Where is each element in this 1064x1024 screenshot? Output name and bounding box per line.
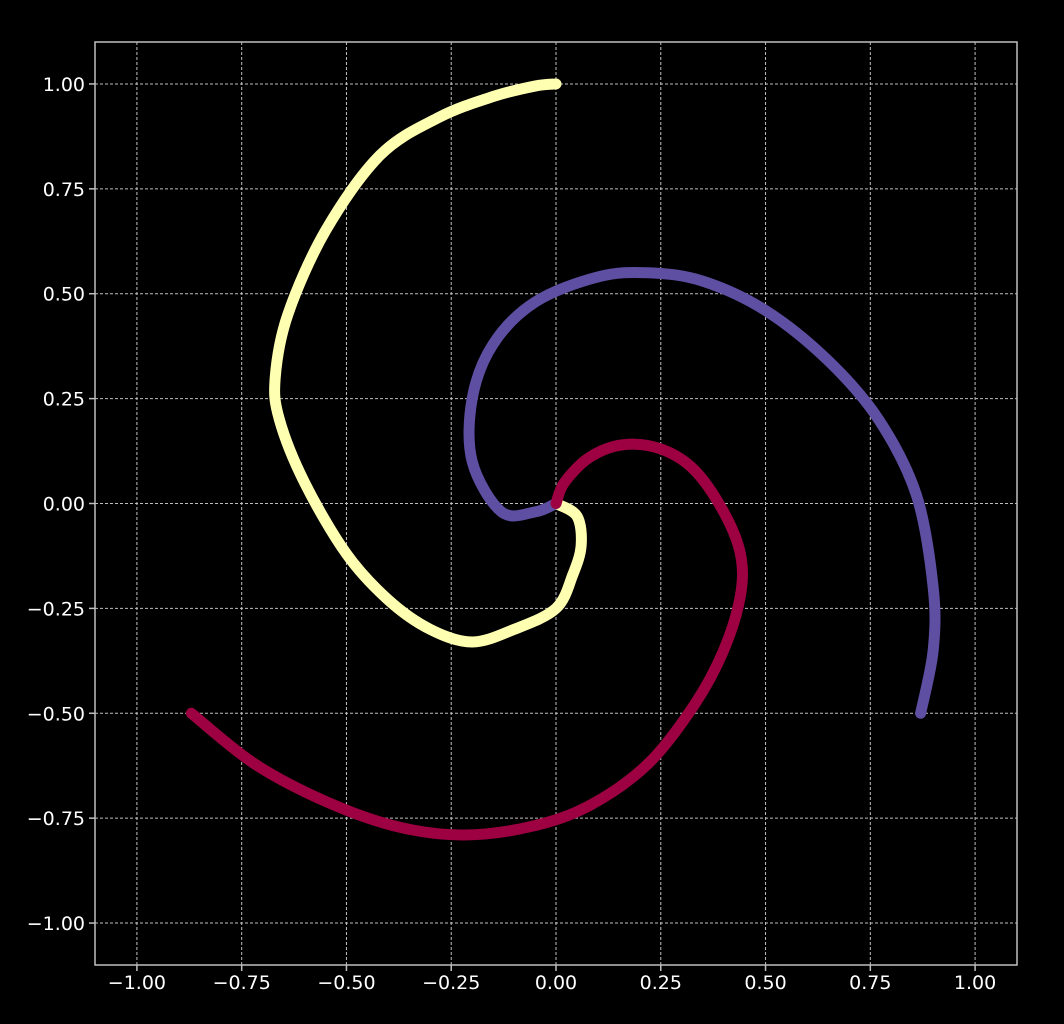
x-tick-label: −0.75	[213, 972, 271, 994]
x-tick-label: 1.00	[954, 972, 996, 994]
y-tick-label: 0.00	[43, 494, 85, 516]
x-tick-label: −0.25	[422, 972, 480, 994]
x-tick-label: −1.00	[108, 972, 166, 994]
x-tick-label: 0.50	[744, 972, 786, 994]
y-tick-label: 0.50	[43, 284, 85, 306]
series-layer	[185, 78, 941, 841]
y-tick-label: −0.25	[27, 598, 85, 620]
x-tick-label: 0.75	[849, 972, 891, 994]
y-tick-label: 0.25	[43, 389, 85, 411]
y-tick-label: −0.50	[27, 703, 85, 725]
y-axis: 1.00 0.75 0.50 0.25 0.00 −0.25 −0.50 −0.75 −1.00	[27, 74, 95, 935]
series-line-3	[185, 438, 748, 841]
series-line-2	[463, 266, 941, 719]
x-tick-label: 0.00	[535, 972, 577, 994]
y-tick-label: −0.75	[27, 808, 85, 830]
x-tick-label: −0.50	[317, 972, 375, 994]
y-tick-label: 0.75	[43, 179, 85, 201]
x-axis: −1.00 −0.75 −0.50 −0.25 0.00 0.25 0.50 0.75 1.00	[108, 965, 996, 994]
series-line-1	[269, 78, 587, 648]
x-tick-label: 0.25	[640, 972, 682, 994]
y-tick-label: 1.00	[43, 74, 85, 96]
y-tick-label: −1.00	[27, 913, 85, 935]
